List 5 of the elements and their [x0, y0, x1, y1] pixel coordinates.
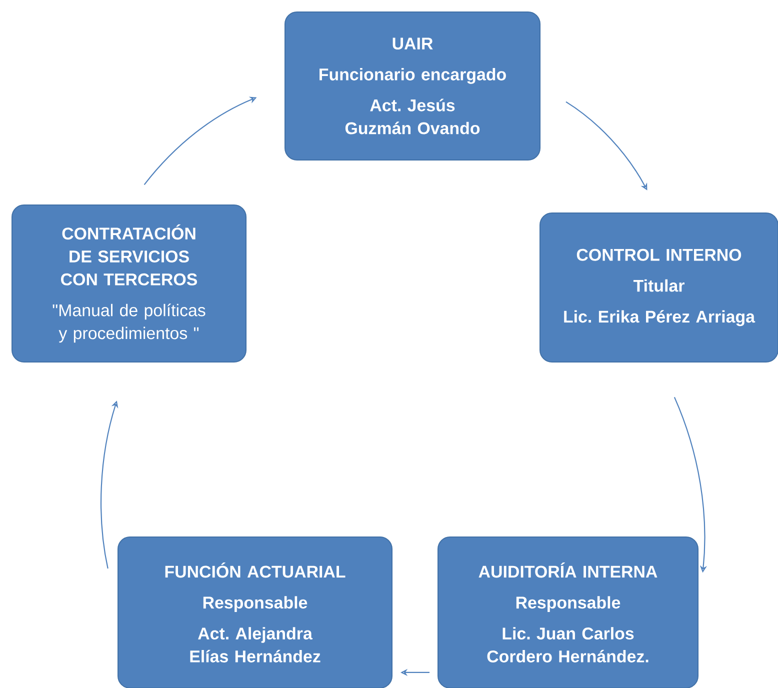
process-box: UAIR Funcionario encargado Act. Jesús Guzmán Ovando: [284, 12, 540, 160]
process-box: CONTRATACIÓN DE SERVICIOS CON TERCEROS "Manual de políticas y procedimientos ": [12, 204, 246, 362]
process-box: FUNCIÓN ACTUARIAL Responsable Act. Alejandra Elías Hernández: [118, 536, 392, 688]
process-box: CONTROL INTERNO Titular Lic. Erika Pérez Arriaga: [540, 212, 778, 362]
process-box: AUIDITORÍA INTERNA Responsable Lic. Juan Carlos Cordero Hernández.: [438, 536, 698, 688]
